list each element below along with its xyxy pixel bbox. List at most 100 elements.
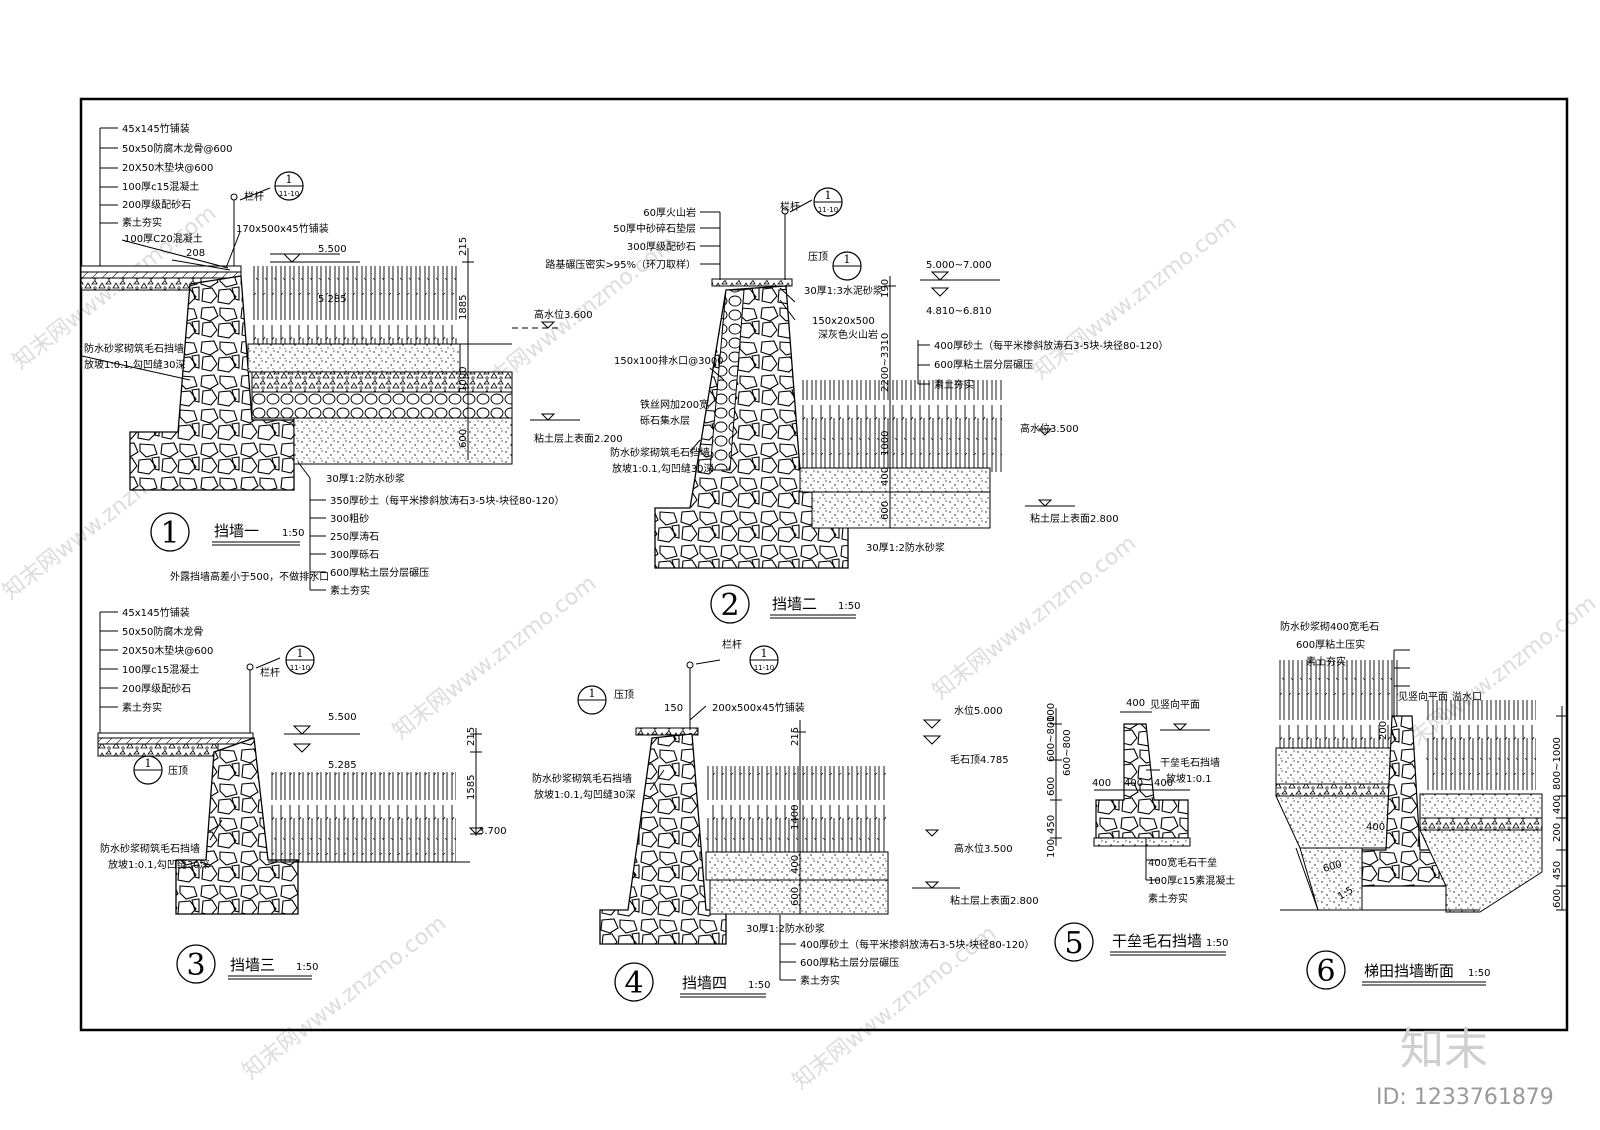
w1-dim1885: 1885 — [458, 295, 469, 320]
w2-top-layer-4: 路基碾压密实>95%（环刀取样） — [545, 258, 696, 271]
w1-paving: 170x500x45竹铺装 — [236, 222, 329, 235]
w2-wall-label: 防水砂浆砌筑毛石挡墙 — [610, 446, 710, 459]
watermark: 知末网www.znzmo.com — [388, 571, 601, 745]
wall-1-labels: 45x145竹铺装 50x50防腐木龙骨@600 20X50木垫块@600 10… — [84, 122, 623, 597]
w4-title: 挡墙四 — [682, 974, 727, 992]
w2-title: 挡墙二 — [772, 595, 817, 613]
w4-bottom-layer-1: 400厚砂土（每平米掺斜放涛石3-5块-块径80-120） — [800, 938, 1034, 951]
w1-note: 外露挡墙高差小于500，不做排水口 — [170, 570, 329, 583]
w2-elev-b: 4.810~6.810 — [926, 306, 992, 317]
w3-scale: 1:50 — [296, 962, 318, 973]
w5-bottom-layer-3: 素土夯实 — [1148, 892, 1188, 905]
w5-dim-4: 450 — [1046, 815, 1057, 834]
w4-cap-ref: 1 — [589, 687, 596, 700]
w4-wall-label: 防水砂浆砌筑毛石挡墙 — [532, 772, 632, 785]
w1-bottom-layer-1: 350厚砂土（每平米掺斜放涛石3-5块-块径80-120） — [330, 494, 564, 507]
w4-clay-surface: 粘土层上表面2.800 — [950, 894, 1039, 907]
w5-bottom-layer-1: 400宽毛石干垒 — [1148, 856, 1217, 869]
w2-top-layer-1: 60厚火山岩 — [643, 206, 696, 219]
wall-3-section — [97, 611, 484, 915]
w1-clay-surface: 粘土层上表面2.200 — [534, 432, 623, 445]
w6-overflow: 溢水口 — [1452, 690, 1482, 703]
w1-number-circle — [150, 512, 190, 552]
wall-2-section — [654, 187, 1075, 569]
w3-cap: 压顶 — [168, 765, 188, 777]
w1-top-layer-3: 20X50木垫块@600 — [122, 161, 213, 174]
w2-gravel: 砾石集水层 — [640, 414, 690, 427]
w4-wall-slope: 放坡1:0.1,勾凹缝30深 — [534, 788, 636, 801]
w6-ref: 见竖向平面 — [1398, 690, 1448, 703]
w6-dim600: 600 — [1322, 859, 1343, 875]
w4-detail-sheet: 11-10 — [754, 664, 774, 672]
w6-number: 6 — [1316, 954, 1335, 989]
w3-number-circle — [176, 944, 216, 984]
w2-dim190: 190 — [880, 279, 891, 298]
w4-dim150: 150 — [664, 703, 683, 714]
w1-railing: 栏杆 — [244, 190, 264, 203]
w2-right-layer-3: 素土夯实 — [934, 378, 974, 391]
w2-dim-c: 1000 — [880, 431, 891, 456]
w1-number: 1 — [160, 516, 179, 551]
wall-4-section — [577, 645, 960, 981]
w1-wall-slope: 放坡1:0.1,勾凹缝30深 — [84, 358, 186, 371]
w5-dim-2: 600~800 — [1046, 715, 1057, 762]
w2-number-circle — [710, 584, 750, 624]
wall-4-labels: 栏杆 1 11-10 1 压顶 150 200x500x45竹铺装 215 14… — [532, 638, 1039, 1002]
w5-bottom-layer-2: 100厚c15素混凝土 — [1148, 874, 1235, 887]
w3-elev-mid: 5.285 — [328, 760, 357, 771]
w2-detail-sheet: 11-10 — [818, 206, 838, 214]
w2-mesh: 铁丝网加200宽 — [640, 398, 709, 411]
w6-dim-r4: 450 — [1552, 861, 1563, 880]
w6-dim-r3: 200 — [1552, 823, 1563, 842]
w2-dim-b: 400 — [880, 467, 891, 486]
w2-elev-a: 5.000~7.000 — [926, 260, 992, 271]
w2-top-layer-2: 50厚中砂碎石垫层 — [613, 222, 696, 235]
w5-dim-b2: 400 — [1124, 778, 1143, 789]
w5-number: 5 — [1064, 926, 1083, 961]
w5-number-circle — [1054, 922, 1094, 962]
w2-number: 2 — [720, 588, 739, 623]
w2-mortar: 30厚1:2防水砂浆 — [866, 541, 945, 554]
w1-top-layer-6: 素土夯实 — [122, 216, 162, 229]
w3-elev-top: 5.500 — [328, 712, 357, 723]
w3-top-layer-5: 200厚级配砂石 — [122, 682, 191, 695]
w2-drain: 150x100排水口@3000 — [614, 354, 724, 367]
w4-cap: 压顶 — [614, 689, 634, 701]
w3-elev-low: 3.700 — [478, 826, 507, 837]
w3-cap-ref: 1 — [145, 757, 152, 770]
image-id: ID: 1233761879 — [1376, 1085, 1554, 1110]
w1-concrete: 100厚C20混凝土 — [124, 232, 203, 245]
w4-scale: 1:50 — [748, 980, 770, 991]
site-logo: 知末 — [1400, 1024, 1488, 1075]
w5-ref: 见竖向平面 — [1150, 698, 1200, 711]
w4-detail-ref: 1 — [761, 647, 768, 660]
w5-title: 干垒毛石挡墙 — [1112, 932, 1202, 950]
w4-number-circle — [614, 962, 654, 1002]
w6-title: 梯田挡墙断面 — [1364, 962, 1454, 980]
w1-wall-label: 防水砂浆砌筑毛石挡墙 — [84, 342, 184, 355]
w4-paving: 200x500x45竹铺装 — [712, 701, 805, 714]
w6-top-layer-3: 素土夯实 — [1306, 655, 1346, 668]
w6-dim-r1: 800~1000 — [1552, 737, 1563, 790]
w3-wall-label: 防水砂浆砌筑毛石挡墙 — [100, 842, 200, 855]
w2-detail-ref: 1 — [825, 189, 832, 202]
sheet-border — [79, 97, 1569, 1032]
watermark: 知末网www.znzmo.com — [928, 531, 1141, 705]
wall-2-labels: 60厚火山岩 50厚中砂碎石垫层 300厚级配砂石 路基碾压密实>95%（环刀取… — [545, 189, 1168, 624]
w3-title: 挡墙三 — [230, 956, 275, 974]
w1-bottom-layer-5: 600厚粘土层分层碾压 — [330, 566, 429, 579]
wall-6-section — [1275, 649, 1568, 913]
w1-dim215: 215 — [458, 237, 469, 256]
w1-scale: 1:50 — [282, 528, 304, 539]
w2-dim-a: 600 — [880, 501, 891, 520]
w5-slope: 放坡1:0.1 — [1166, 772, 1212, 785]
w1-detail-sheet: 11-10 — [279, 190, 299, 198]
w1-dim-b: 600 — [458, 429, 469, 448]
watermark: 知末网www.znzmo.com — [238, 911, 451, 1085]
w1-detail-ref: 1 — [286, 173, 293, 186]
w5-dim-1: 100 — [1046, 703, 1057, 722]
w4-dim-a: 1400 — [790, 805, 801, 830]
w6-number-circle — [1306, 950, 1346, 990]
w2-scale: 1:50 — [838, 601, 860, 612]
